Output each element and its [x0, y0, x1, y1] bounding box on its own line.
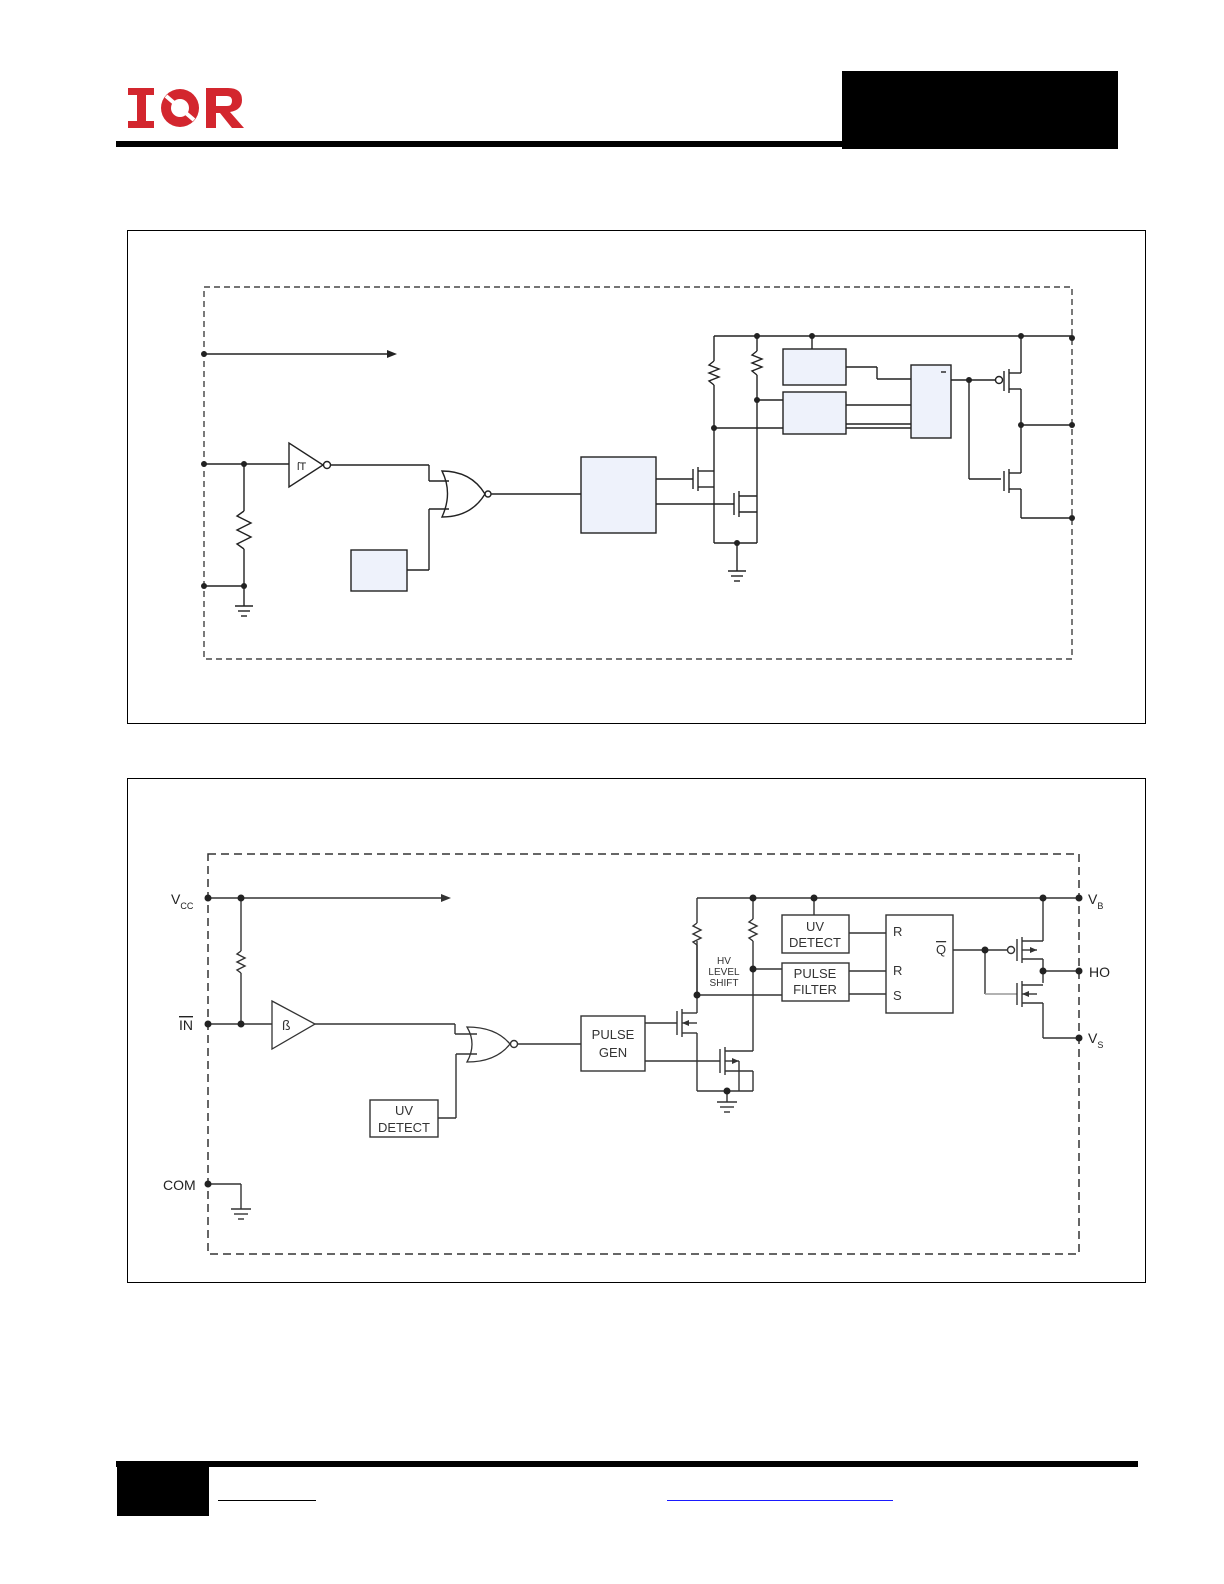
latch-qbar-label: Q: [936, 942, 946, 957]
ior-logo-graphic: [128, 88, 244, 128]
uv-detect-low-line2: DETECT: [378, 1120, 430, 1135]
uv-detect-high-line2: DETECT: [789, 935, 841, 950]
hv-level-shift-line1: HV: [717, 956, 731, 967]
pulse-gen-line2: GEN: [599, 1045, 627, 1060]
block-diagram-2: VCC IN ß UV DETECT PULSE GEN: [163, 853, 1110, 1255]
latch-r1-label: R: [893, 924, 902, 939]
block-diagram-1: ſT: [201, 286, 1075, 660]
header-rule: [116, 141, 1118, 147]
schmitt-trigger-icon: ß: [282, 1017, 291, 1033]
block-diagram-panel-2: VCC IN ß UV DETECT PULSE GEN: [127, 778, 1146, 1283]
uv-detect-high-line1: UV: [806, 919, 824, 934]
pin-in-label: IN: [179, 1017, 193, 1033]
pin-vb-label: VB: [1088, 891, 1103, 911]
latch-r2-label: R: [893, 963, 902, 978]
hv-level-shift-line2: LEVEL: [708, 967, 740, 978]
latch-s-label: S: [893, 988, 902, 1003]
ior-logo: [126, 86, 246, 137]
footer-document-underline: [218, 1500, 316, 1501]
svg-text:ſT: ſT: [297, 461, 306, 473]
header-part-number-block: [842, 71, 1118, 149]
uv-detect-low-line1: UV: [395, 1103, 413, 1118]
footer-page-number-block: [117, 1461, 209, 1516]
block-diagram-panel-1: ſT: [127, 230, 1146, 724]
pin-ho-label: HO: [1089, 964, 1110, 980]
pulse-filter-line2: FILTER: [793, 982, 837, 997]
pin-com-label: COM: [163, 1177, 196, 1193]
pulse-filter-line1: PULSE: [794, 966, 837, 981]
footer-website-link[interactable]: [667, 1500, 893, 1501]
hv-level-shift-line3: SHIFT: [710, 978, 739, 989]
pin-vcc-label: VCC: [171, 891, 194, 911]
pin-vs-label: VS: [1088, 1030, 1103, 1050]
footer-rule: [116, 1461, 1138, 1467]
pulse-gen-line1: PULSE: [592, 1027, 635, 1042]
